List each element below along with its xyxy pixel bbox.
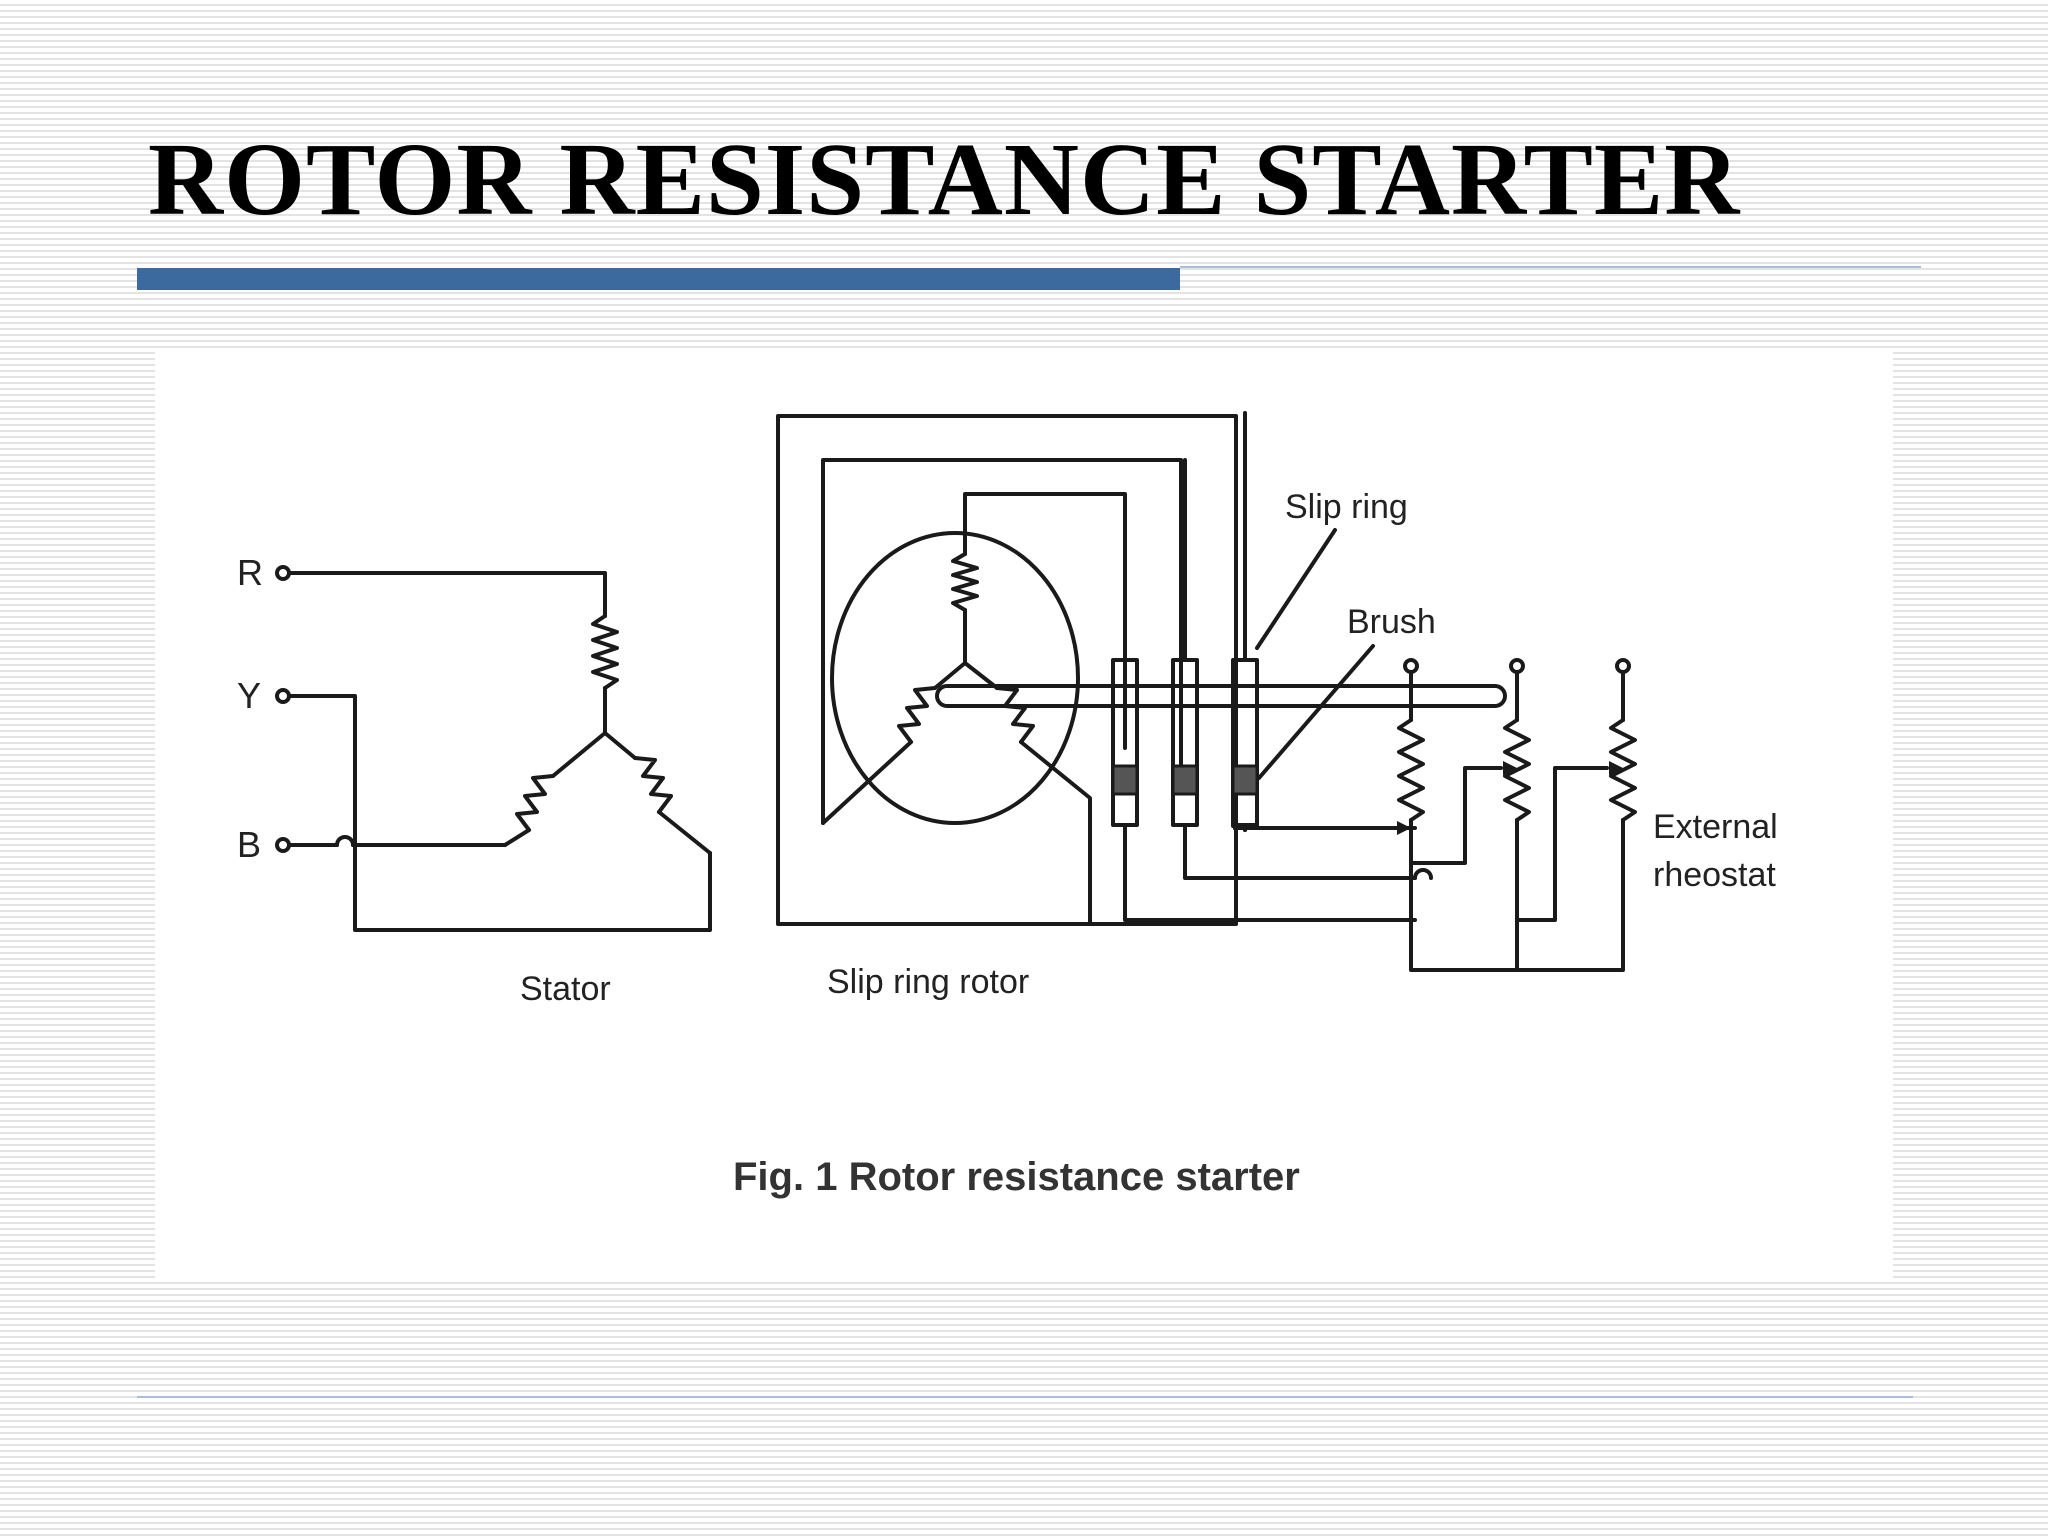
terminal-b-label: B bbox=[237, 824, 261, 865]
stator-coil-top bbox=[591, 614, 619, 690]
slide-title: ROTOR RESISTANCE STARTER bbox=[148, 122, 1741, 237]
stator-coil-left bbox=[515, 774, 555, 832]
lead-ring-c bbox=[1123, 823, 1417, 922]
rotor-shaft bbox=[935, 684, 1507, 708]
rheostat-1-coil bbox=[1397, 718, 1425, 822]
terminal-y-label: Y bbox=[237, 675, 261, 716]
rotor-coil-left bbox=[897, 686, 937, 744]
rheostat-wiper-gang bbox=[1409, 766, 1503, 880]
figure-panel: R Y B Stator Slip ring rotor Slip ring B… bbox=[155, 348, 1893, 1280]
stator-coil-right bbox=[633, 756, 673, 814]
slip-ring-pointer bbox=[1255, 528, 1337, 650]
rotor-coil-top bbox=[951, 552, 979, 612]
title-underline-rule bbox=[1180, 266, 1921, 268]
rotor-frame-outer bbox=[776, 414, 1238, 926]
lead-ring-b bbox=[1183, 823, 1417, 880]
external-rheostat-label-line2: rheostat bbox=[1653, 856, 1776, 894]
brushes bbox=[1111, 764, 1259, 796]
slip-ring-label: Slip ring bbox=[1285, 488, 1408, 526]
lead-ring-a bbox=[1233, 823, 1417, 830]
rheostat-2-coil bbox=[1503, 718, 1531, 822]
figure-caption: Fig. 1 Rotor resistance starter bbox=[733, 1155, 1300, 1199]
footer-rule bbox=[137, 1396, 1913, 1398]
rotor-coil-right bbox=[995, 686, 1035, 744]
brush-pointer bbox=[1257, 644, 1375, 780]
rotor-frame-inner bbox=[821, 458, 1183, 825]
terminal-r-label: R bbox=[237, 552, 263, 593]
stator-wiring bbox=[275, 565, 712, 932]
external-rheostat-label-line1: External bbox=[1653, 808, 1778, 846]
rheostat-wiring bbox=[1123, 528, 1637, 972]
brush-label: Brush bbox=[1347, 603, 1436, 641]
circuit-diagram: R Y B Stator Slip ring rotor Slip ring B… bbox=[237, 411, 1778, 1199]
slip-ring-rotor-label: Slip ring rotor bbox=[827, 963, 1029, 1001]
title-underline-bar bbox=[137, 268, 1180, 290]
rheostat-3-coil bbox=[1609, 718, 1637, 822]
rotor-circle bbox=[830, 531, 1080, 825]
rotor-wiring bbox=[776, 411, 1507, 926]
wiper-arrows bbox=[1397, 761, 1623, 835]
stator-label: Stator bbox=[520, 970, 611, 1008]
